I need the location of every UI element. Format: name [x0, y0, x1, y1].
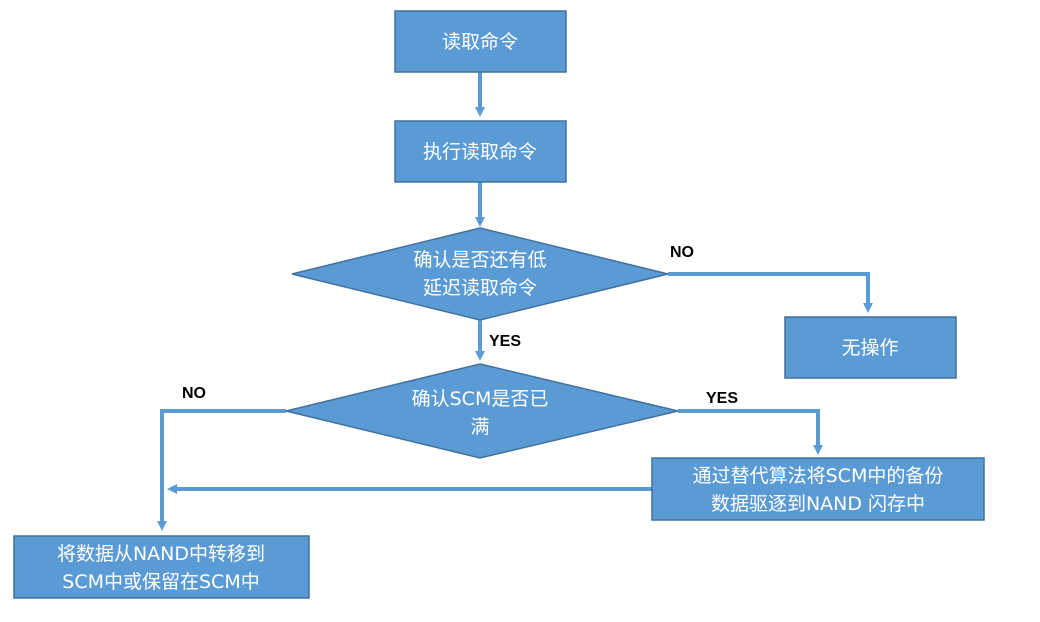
arrow-no-to-move	[157, 409, 286, 531]
decision-low-latency: 确认是否还有低 延迟读取命令	[291, 227, 669, 321]
node-no-operation-label: 无操作	[841, 337, 898, 359]
arrow-yes-to-evict	[678, 409, 823, 455]
decision-low-latency-line1: 确认是否还有低	[413, 249, 546, 271]
node-execute-read: 执行读取命令	[394, 120, 567, 183]
edge-label-yes-latency: YES	[489, 333, 521, 350]
node-execute-read-label: 执行读取命令	[423, 141, 537, 163]
decision-scm-full-line1: 确认SCM是否已	[412, 388, 549, 410]
node-move-line1: 将数据从NAND中转移到	[57, 543, 265, 565]
connectors	[157, 72, 873, 531]
node-no-operation: 无操作	[784, 316, 957, 379]
node-read-command-label: 读取命令	[442, 31, 518, 53]
node-read-command: 读取命令	[394, 10, 567, 73]
edge-label-no-latency: NO	[670, 244, 694, 261]
node-move-data: 将数据从NAND中转移到 SCM中或保留在SCM中	[13, 535, 310, 599]
node-evict-line1: 通过替代算法将SCM中的备份	[693, 465, 944, 487]
edge-label-no-scm: NO	[182, 385, 206, 402]
node-evict-to-nand: 通过替代算法将SCM中的备份 数据驱逐到NAND 闪存中	[651, 457, 985, 521]
decision-low-latency-line2: 延迟读取命令	[423, 277, 537, 299]
decision-scm-full: 确认SCM是否已 满	[285, 363, 679, 459]
node-evict-line2: 数据驱逐到NAND 闪存中	[711, 493, 925, 515]
node-move-line2: SCM中或保留在SCM中	[62, 571, 259, 593]
arrow-no-to-noop	[668, 272, 873, 313]
decision-scm-full-line2: 满	[470, 416, 489, 438]
edge-label-yes-scm: YES	[706, 390, 738, 407]
